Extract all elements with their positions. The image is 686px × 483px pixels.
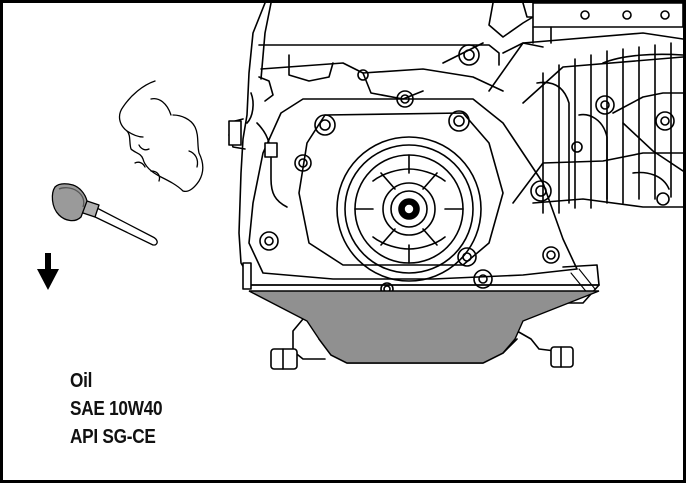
oil-spec-line2: SAE 10W40 <box>70 398 163 420</box>
oil-level-fill <box>248 290 600 364</box>
person-face-icon <box>118 80 204 193</box>
oil-spec-line1: Oil <box>70 370 93 392</box>
oil-spec-label: Oil SAE 10W40 API SG-CE <box>70 367 177 451</box>
oil-spec-line3: API SG-CE <box>70 426 156 448</box>
illustration <box>37 3 683 370</box>
arrow-down-icon <box>37 253 59 290</box>
dipstick-icon <box>51 183 158 246</box>
